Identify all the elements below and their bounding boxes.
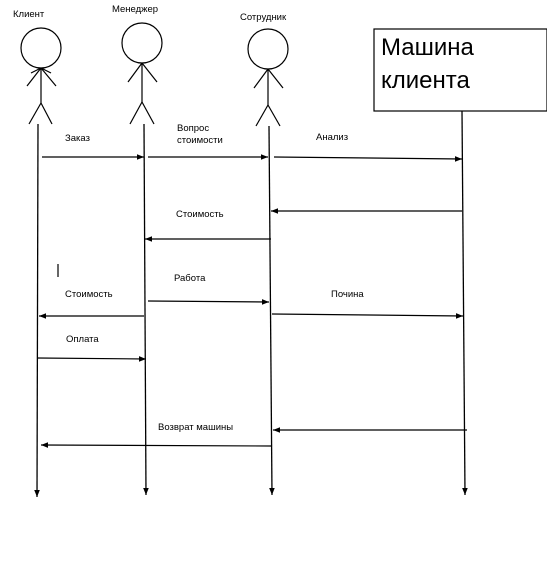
actor-manager-figure — [121, 22, 163, 125]
actor-client-figure — [20, 27, 62, 125]
message-label-repair: Почина — [331, 289, 364, 300]
lifeline-car — [461, 110, 468, 496]
actor-label-client: Клиент — [13, 9, 45, 20]
message-arrow-analysis — [273, 156, 463, 162]
lifeline-employee — [268, 125, 275, 496]
car-object-title: Машина клиента — [381, 34, 474, 94]
message-label-payment: Оплата — [66, 334, 99, 345]
actor-label-employee: Сотрудник — [240, 12, 287, 23]
lifeline-client — [34, 123, 40, 498]
message-arrow-payment — [36, 356, 147, 362]
message-arrow-repair — [271, 313, 464, 319]
message-label-cost-to-manager: Стоимость — [176, 209, 224, 220]
actor-employee-figure — [247, 28, 289, 127]
message-label-work: Работа — [174, 273, 206, 284]
message-label-return-car: Возврат машины — [158, 422, 234, 433]
message-label-cost-to-client: Стоимость — [65, 289, 113, 300]
car-object-box — [373, 28, 547, 112]
message-arrow-return-to-client — [40, 442, 272, 448]
lifeline-manager — [143, 123, 149, 496]
message-arrow-work — [147, 299, 270, 305]
message-label-analysis: Анализ — [316, 132, 349, 143]
message-label-price-question: Вопрос стоимости — [177, 123, 223, 146]
actor-label-manager: Менеджер — [112, 4, 159, 15]
message-label-order: Заказ — [65, 133, 90, 144]
